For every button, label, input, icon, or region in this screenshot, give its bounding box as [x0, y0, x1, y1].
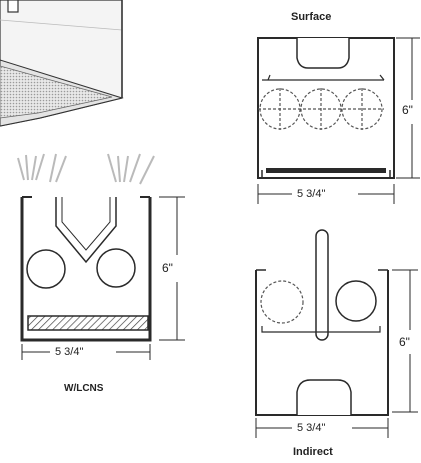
- wlcns-width-label: 5 3/4": [55, 346, 84, 358]
- indirect-title: Indirect: [293, 446, 333, 458]
- wlcns-height-label: 6": [162, 261, 173, 275]
- wlcns-title: W/LCNS: [64, 383, 104, 394]
- indirect-height-label: 6": [399, 335, 410, 349]
- light-rays: [17, 153, 155, 185]
- surface-height-label: 6": [402, 103, 413, 117]
- wlcns-section-view: [17, 153, 185, 360]
- surface-section-view: [257, 37, 420, 204]
- surface-title: Surface: [291, 11, 332, 23]
- isometric-fixture-view: [0, 0, 124, 127]
- surface-width-label: 5 3/4": [297, 188, 326, 200]
- indirect-width-label: 5 3/4": [297, 422, 326, 434]
- indirect-section-view: [255, 229, 418, 438]
